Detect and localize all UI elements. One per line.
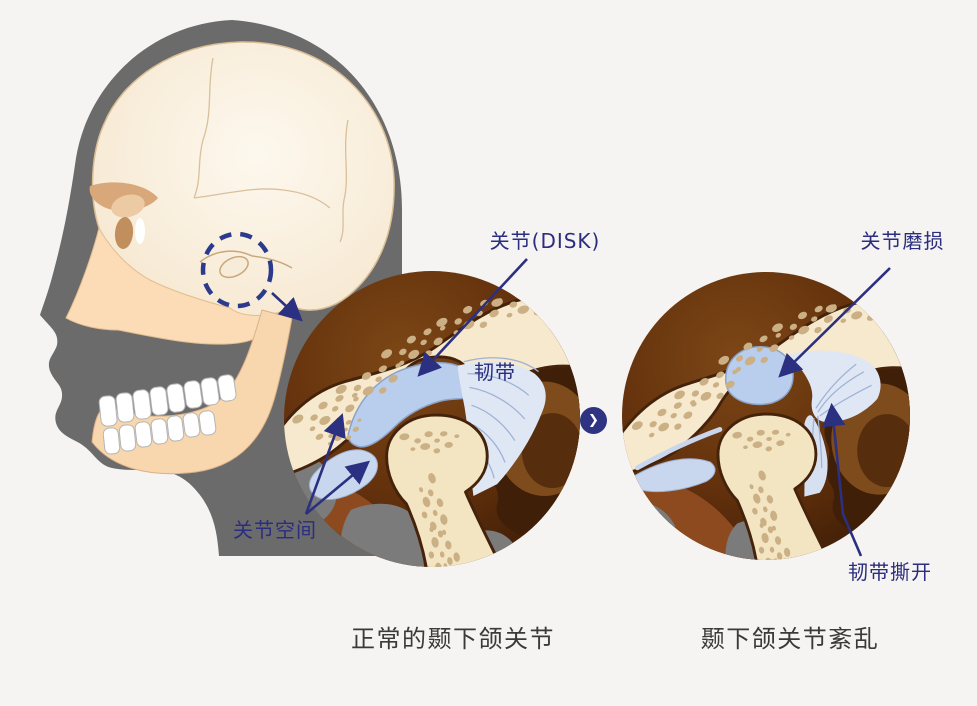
callout-arrow-disk [417, 258, 528, 377]
callout-arrow-joint-wear [778, 267, 891, 378]
nasal-opening [114, 217, 134, 249]
callout-label-ligament-tear: 韧带撕开 [848, 560, 932, 584]
callout-label-ligament: 韧带 [474, 360, 516, 384]
zoom-arrow [271, 292, 303, 322]
suture-lines [193, 57, 349, 243]
nasal-highlight [135, 218, 145, 244]
disordered-tmj-illustration [622, 272, 910, 560]
caption-normal-tmj: 正常的颞下颌关节 [351, 625, 555, 653]
upper-teeth [98, 374, 237, 427]
next-arrow-button[interactable]: ❯ [580, 407, 607, 434]
tmj-highlight-dashed-circle [200, 231, 274, 309]
callout-arrow-ligament-tear [822, 402, 863, 557]
chevron-right-icon: ❯ [588, 413, 599, 428]
callout-label-disk: 关节(DISK) [489, 229, 601, 253]
tmj-joint-detail [199, 250, 293, 279]
caption-disordered-tmj: 颞下颌关节紊乱 [700, 625, 880, 653]
lower-teeth [102, 410, 217, 455]
stretched-ligament-upper [789, 350, 881, 423]
capsule-streak [634, 427, 723, 471]
condyle-bone [716, 412, 837, 560]
ear-canal-core [521, 413, 580, 489]
callout-label-joint-space: 关节空间 [233, 518, 317, 542]
callout-arrow-joint-space-lower [305, 460, 370, 515]
callout-label-joint-wear: 关节磨损 [860, 229, 945, 253]
orbit-shadow [111, 194, 145, 218]
displaced-disc [724, 346, 794, 406]
callout-arrow-joint-space-upper [304, 413, 346, 515]
condyle-bone [385, 413, 509, 567]
